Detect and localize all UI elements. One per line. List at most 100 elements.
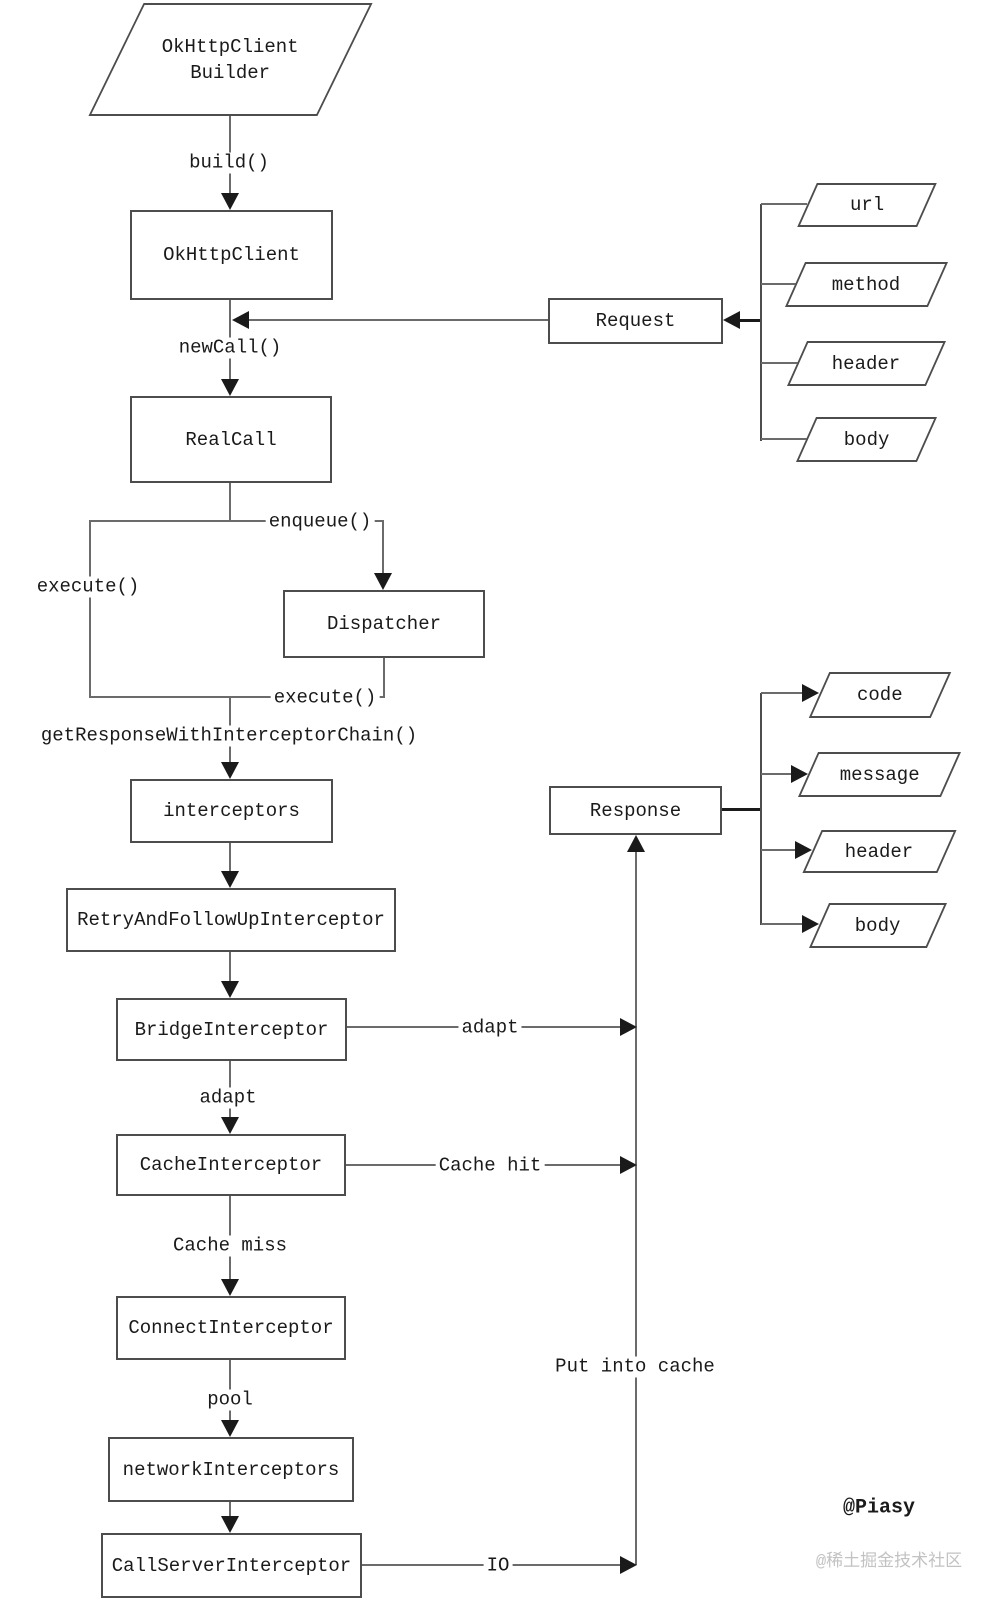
node-okhttpclient: OkHttpClient [130,210,333,300]
edge-branch-bottom-line [89,696,385,698]
edge-fields-to-request-line [740,319,761,322]
request-bracket-line [760,204,762,441]
node-cacheinterceptor: CacheInterceptor [116,1134,346,1196]
field-request-body-label: body [843,428,890,451]
builder-label-line2: Builder [190,61,271,84]
edge-request-to-call-line [248,319,548,321]
arrowhead-interceptors-icon [221,871,239,888]
arrowhead-into-response-icon [627,835,645,852]
field-response-code: code [808,672,952,718]
edge-label-put-into-cache: Put into cache [552,1356,718,1378]
edge-method-line [761,283,801,285]
arrowhead-cache-miss-icon [221,1279,239,1296]
field-request-header: header [786,341,947,386]
edge-label-chain: getResponseWithInterceptorChain() [37,725,421,747]
edge-execute-left-line [89,520,91,698]
edge-message-line [761,773,793,775]
edge-header-line [761,362,803,364]
node-response-label: Response [589,799,682,822]
field-request-method: method [784,262,949,307]
node-retryandfollowupinterceptor: RetryAndFollowUpInterceptor [66,888,396,952]
arrowhead-resp-header-icon [795,841,812,859]
field-response-header-label: header [845,840,914,863]
edge-network-down-line [229,1502,231,1518]
node-interceptors: interceptors [130,779,333,843]
response-bus-line [635,852,637,1565]
arrowhead-message-icon [791,765,808,783]
arrowhead-resp-body-icon [802,915,819,933]
node-callserverinterceptor-label: CallServerInterceptor [111,1554,352,1577]
node-okhttpclient-label: OkHttpClient [163,244,300,266]
arrowhead-io-icon [620,1556,637,1574]
edge-branch-top-line [89,520,384,522]
node-retryandfollowupinterceptor-label: RetryAndFollowUpInterceptor [77,909,385,931]
node-callserverinterceptor: CallServerInterceptor [101,1533,362,1598]
node-bridgeinterceptor: BridgeInterceptor [116,998,347,1061]
node-realcall: RealCall [130,396,332,483]
field-response-message: message [797,752,962,797]
arrowhead-cache-hit-icon [620,1156,637,1174]
edge-resp-header-line [761,849,797,851]
edge-label-execute-bottom: execute() [270,687,380,709]
edge-label-adapt-down: adapt [196,1087,260,1109]
node-connectinterceptor: ConnectInterceptor [116,1296,346,1360]
arrowhead-newcall-icon [221,379,239,396]
edge-realcall-down-line [229,483,231,522]
arrowhead-build-icon [221,193,239,210]
response-bracket-line [760,693,762,925]
node-realcall-label: RealCall [185,428,277,451]
field-response-body: body [808,903,948,948]
edge-label-newcall: newCall() [175,337,285,359]
edge-label-io: IO [483,1555,513,1577]
field-request-header-label: header [832,352,901,375]
arrowhead-adapt-down-icon [221,1117,239,1134]
edge-dispatcher-down-line [383,658,385,698]
edge-retry-down-line [229,952,231,983]
node-cacheinterceptor-label: CacheInterceptor [139,1154,323,1176]
arrowhead-retry-icon [221,981,239,998]
edge-url-line [761,203,807,205]
field-response-message-label: message [839,763,920,786]
field-request-body: body [795,417,938,462]
field-response-body-label: body [855,914,901,937]
arrowhead-code-icon [802,684,819,702]
arrowhead-network-icon [221,1516,239,1533]
edge-code-line [761,692,804,694]
node-okhttpclient-builder: OkHttpClient Builder [88,3,373,116]
edge-label-enqueue: enqueue() [265,511,375,533]
node-okhttpclient-builder-label: OkHttpClient Builder [162,34,299,86]
arrowhead-request-to-call-icon [232,311,249,329]
edge-resp-body-line [761,923,804,925]
arrowhead-adapt-right-icon [620,1018,637,1036]
field-request-url-label: url [849,194,885,216]
node-bridgeinterceptor-label: BridgeInterceptor [134,1018,329,1041]
node-request: Request [548,298,723,344]
node-interceptors-label: interceptors [163,800,300,822]
node-networkinterceptors-label: networkInterceptors [122,1458,340,1481]
field-response-code-label: code [857,684,903,706]
edge-label-build: build() [186,152,272,174]
node-connectinterceptor-label: ConnectInterceptor [128,1317,334,1339]
arrowhead-enqueue-icon [374,573,392,590]
edge-label-cache-miss: Cache miss [169,1235,291,1257]
field-response-header: header [802,830,957,873]
edge-interceptors-down-line [229,843,231,873]
arrowhead-pool-icon [221,1420,239,1437]
field-request-url: url [797,183,937,227]
builder-label-line1: OkHttpClient [162,35,299,58]
watermark-text: @稀土掘金技术社区 [815,1553,963,1572]
arrowhead-fields-to-request-icon [723,311,740,329]
edge-label-execute-left: execute() [33,576,143,598]
field-request-method-label: method [832,273,901,296]
edge-label-cache-hit: Cache hit [435,1155,545,1177]
attribution-text: @Piasy [842,1496,916,1520]
node-dispatcher-label: Dispatcher [326,613,442,635]
edge-body-line [761,438,811,440]
node-networkinterceptors: networkInterceptors [108,1437,354,1502]
edge-response-to-fields-line [722,808,761,811]
node-request-label: Request [595,310,676,332]
edge-label-pool: pool [204,1389,256,1411]
edge-enqueue-line [382,520,384,574]
node-response: Response [549,786,722,835]
